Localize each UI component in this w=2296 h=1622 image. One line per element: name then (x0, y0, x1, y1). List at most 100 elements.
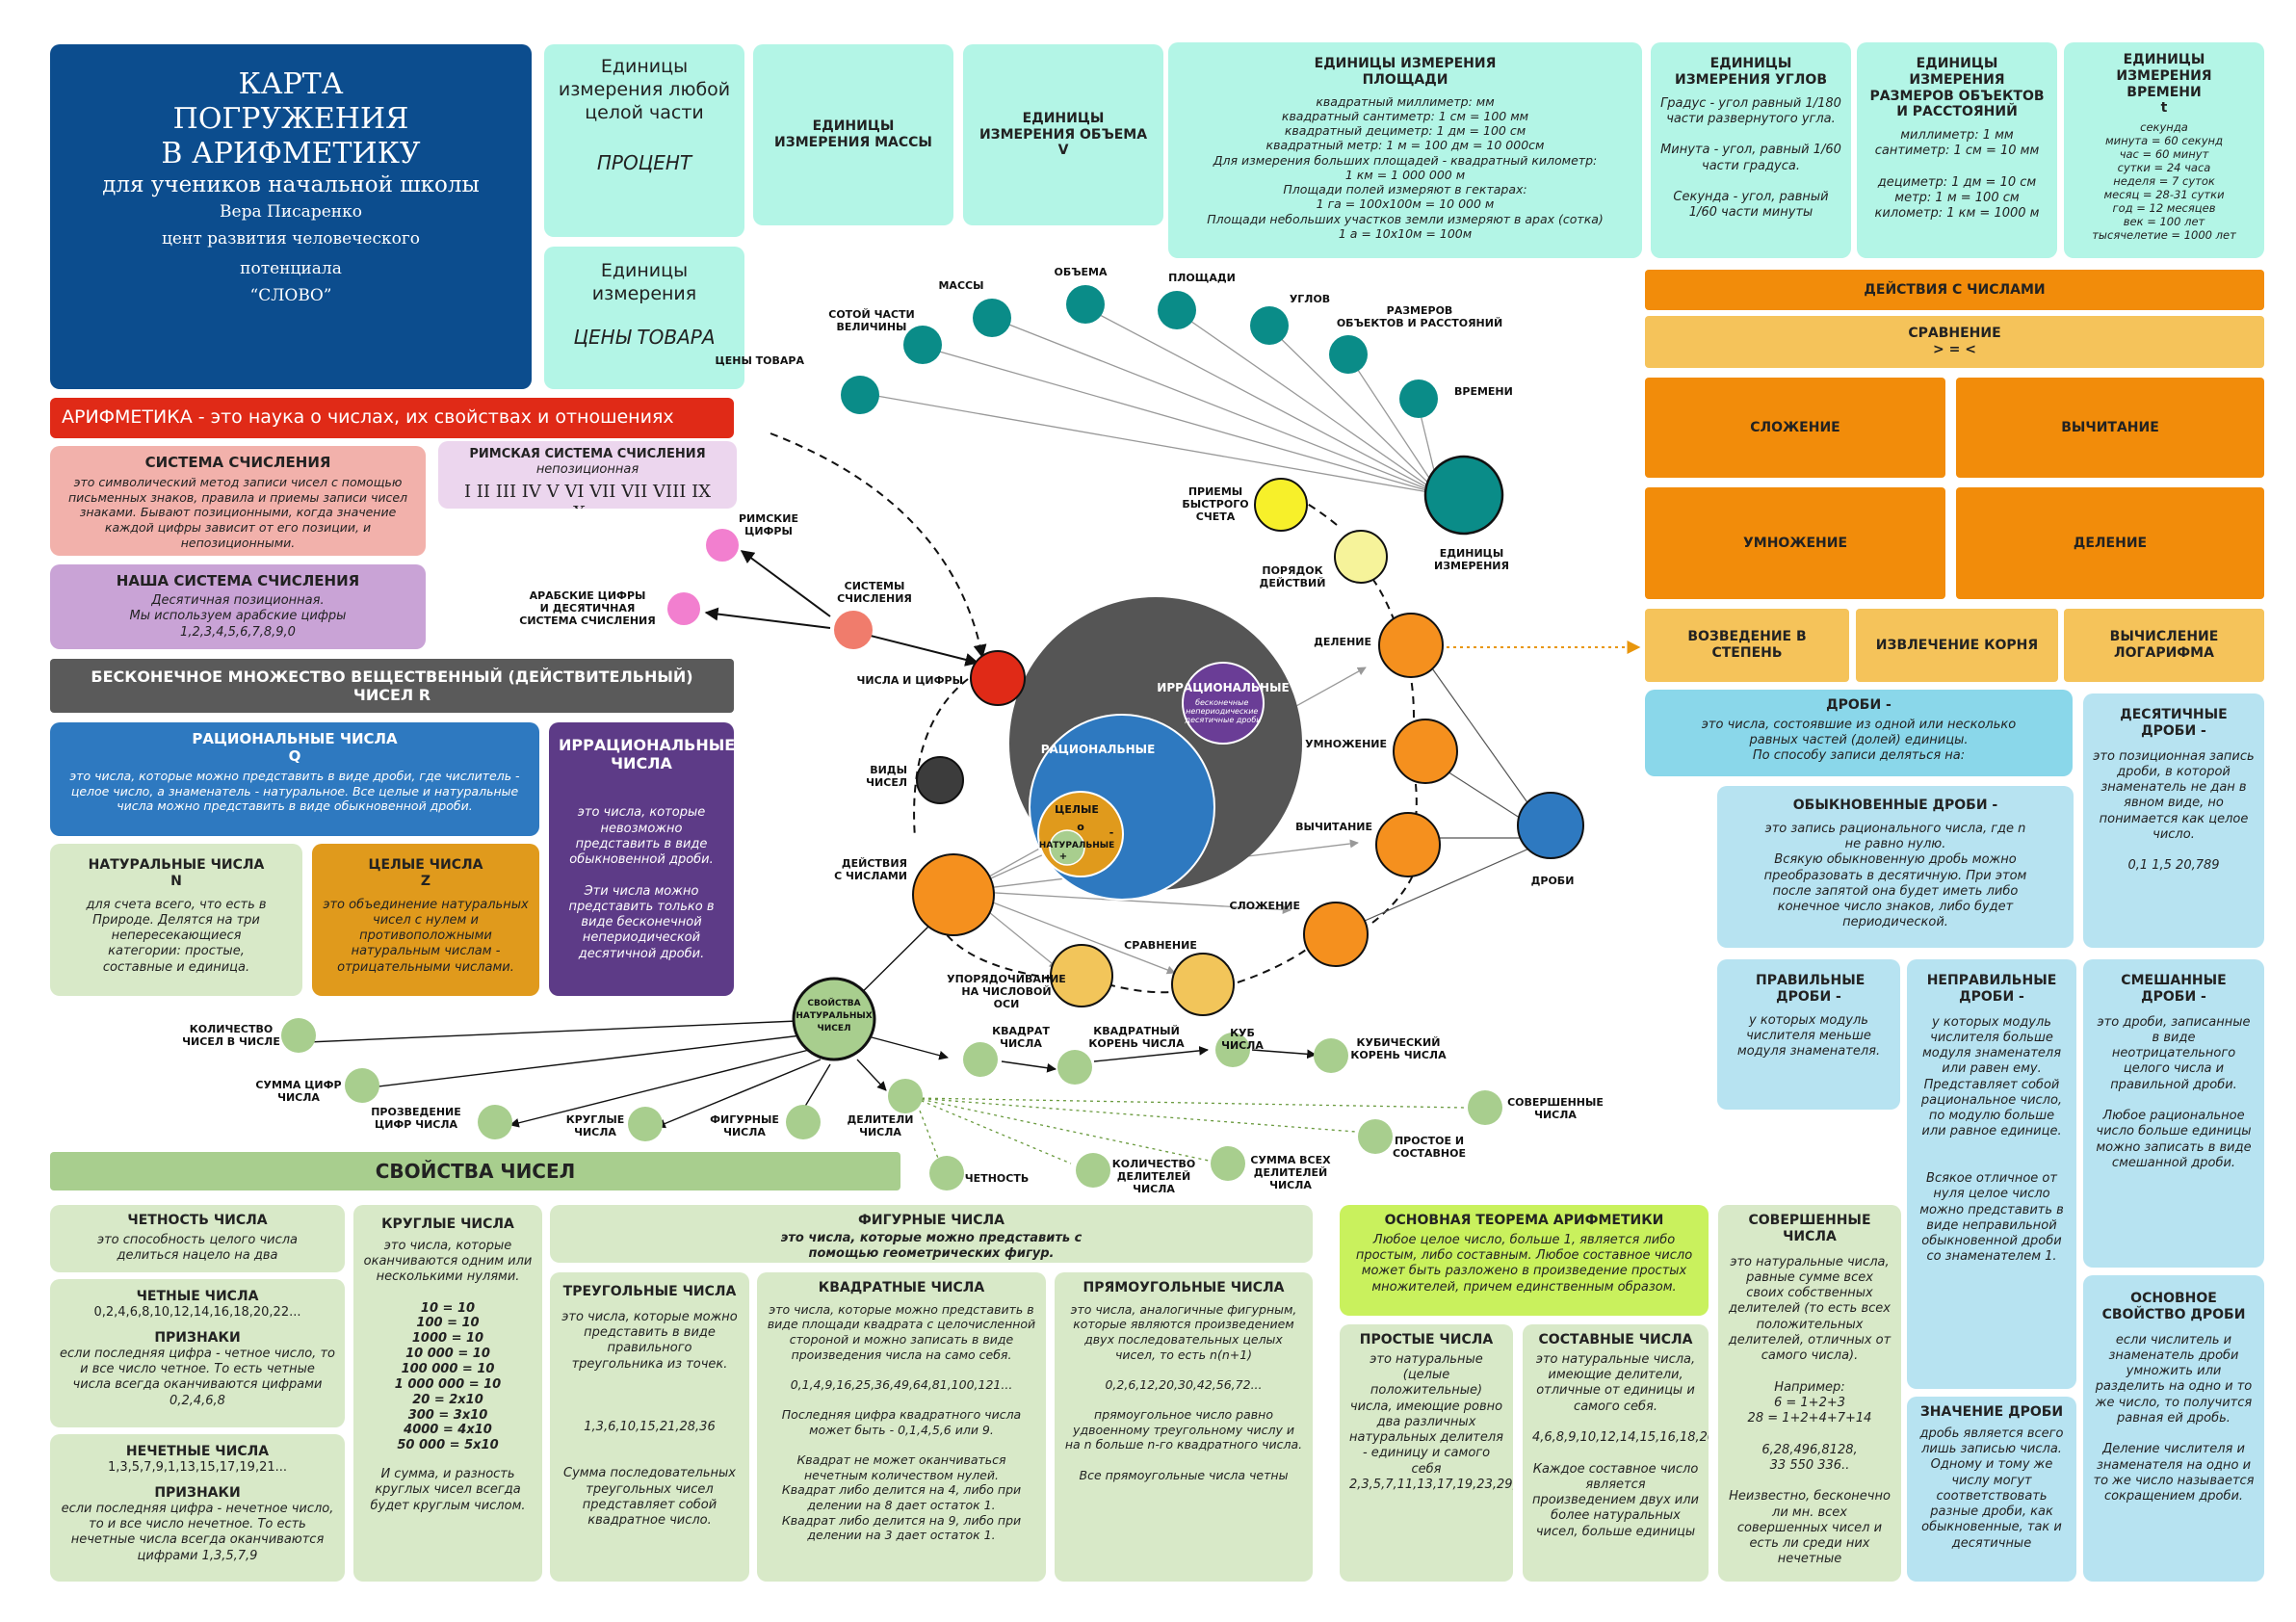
round-foot: И сумма, и разность круглых чисел всегда… (370, 1467, 526, 1513)
node-natprops[interactable] (792, 977, 876, 1061)
map-label-digitprod-line: ЦИФР ЧИСЛА (375, 1118, 458, 1131)
node-round[interactable] (628, 1107, 663, 1141)
node-divsum[interactable] (1211, 1146, 1245, 1181)
add-card: СЛОЖЕНИЕ (1645, 378, 1945, 478)
set-irrational-sub: бесконечные непериодические десятичные д… (1185, 698, 1262, 724)
node-roman[interactable] (706, 529, 739, 562)
odd-signs-head: ПРИЗНАКИ (154, 1485, 241, 1502)
map-label-perfect-line: ЧИСЛА (1534, 1109, 1577, 1121)
prime-head: ПРОСТЫЕ ЧИСЛА (1359, 1332, 1494, 1347)
node-mass[interactable] (973, 299, 1011, 337)
node-price[interactable] (841, 376, 879, 414)
proper-head: ПРАВИЛЬНЫЕ ДРОБИ - (1756, 973, 1866, 1005)
angle-head: ЕДИНИЦЫ ИЗМЕРЕНИЯ УГЛОВ (1675, 56, 1827, 88)
proper-card: ПРАВИЛЬНЫЕ ДРОБИ - у которых модуль числ… (1717, 959, 1900, 1110)
triangular-card: ТРЕУГОЛЬНЫЕ ЧИСЛА это числа, которые мож… (550, 1272, 749, 1582)
node-percent[interactable] (903, 326, 942, 364)
fracvalue-text: дробь является всего лишь записью числа.… (1919, 1426, 2064, 1551)
map-label-sub: ВЫЧИТАНИЕ (1295, 821, 1372, 833)
node-primecomp[interactable] (1358, 1119, 1393, 1154)
irrational-card: ИРРАЦИОНАЛЬНЫЕ ЧИСЛА это числа, которые … (549, 722, 734, 996)
irrational-text: это числа, которые невозможно представит… (568, 805, 715, 961)
node-add[interactable] (1303, 902, 1369, 967)
time-text: секунда минута = 60 секунд час = 60 мину… (2092, 120, 2236, 243)
arc-arrow (770, 432, 987, 659)
sub-card: ВЫЧИТАНИЕ (1956, 378, 2264, 478)
node-cbrt[interactable] (1314, 1038, 1348, 1073)
roman-card: РИМСКАЯ СИСТЕМА СЧИСЛЕНИЯ непозиционная … (438, 441, 737, 509)
node-fractions[interactable] (1517, 792, 1584, 859)
map-label-fast-line: СЧЕТА (1196, 510, 1236, 523)
node-figurate[interactable] (786, 1105, 821, 1139)
compare-card: СРАВНЕНИЕ > = < (1645, 316, 2264, 368)
map-label-square-line: ЧИСЛА (1000, 1037, 1042, 1050)
node-time[interactable] (1399, 379, 1438, 418)
node-sizes[interactable] (1329, 335, 1368, 374)
node-parity[interactable] (929, 1156, 964, 1190)
map-label-numsdigits-line: ЧИСЛА И ЦИФРЫ (857, 674, 963, 687)
node-numsdigits[interactable] (970, 650, 1026, 706)
round-card: КРУГЛЫЕ ЧИСЛА это числа, которые оканчив… (353, 1205, 542, 1582)
node-square[interactable] (963, 1042, 998, 1077)
node-compare[interactable] (1171, 953, 1235, 1016)
map-label-natprops-line: СВОЙСТВА (807, 997, 860, 1008)
fracvalue-head: ЗНАЧЕНИЕ ДРОБИ (1919, 1404, 2064, 1420)
title-author: Вера Писаренко (220, 201, 362, 222)
map-label-arabic-line: И ДЕСЯТИЧНАЯ (540, 602, 636, 615)
node-divisors[interactable] (888, 1079, 923, 1113)
irr-sub-3: десятичные дроби (1185, 716, 1262, 724)
node-area[interactable] (1158, 291, 1196, 329)
percent-value: ПРОЦЕНТ (596, 151, 692, 175)
node-cube[interactable] (1215, 1033, 1250, 1067)
map-label-compare-line: СРАВНЕНИЕ (1124, 939, 1197, 952)
node-digitsum[interactable] (345, 1068, 379, 1103)
set-natural-label: НАТУРАЛЬНЫЕ (1039, 841, 1114, 850)
ordinary-head: ОБЫКНОВЕННЫЕ ДРОБИ - (1792, 798, 1998, 813)
improper-card: НЕПРАВИЛЬНЫЕ ДРОБИ - у которых модуль чи… (1907, 959, 2076, 1389)
node-actions[interactable] (912, 853, 995, 936)
improper-head: НЕПРАВИЛЬНЫЕ ДРОБИ - (1926, 973, 2057, 1005)
node-perfect[interactable] (1468, 1090, 1502, 1125)
node-arabic[interactable] (667, 592, 700, 625)
map-label-units-line: ЕДИНИЦЫ (1440, 547, 1504, 560)
node-sqrt[interactable] (1057, 1050, 1092, 1085)
units-links (859, 305, 1441, 495)
node-fast[interactable] (1254, 478, 1308, 532)
node-kinds[interactable] (916, 756, 964, 804)
percent-head: Единицы измерения любой целой части (558, 56, 731, 123)
fta-card: ОСНОВНАЯ ТЕОРЕМА АРИФМЕТИКИ Любое целое … (1340, 1205, 1709, 1316)
node-div[interactable] (1378, 613, 1444, 678)
ordinary-card: ОБЫКНОВЕННЫЕ ДРОБИ - это запись рационал… (1717, 786, 2074, 948)
map-label-sqrt-line: КВАДРАТНЫЙ (1093, 1025, 1180, 1037)
roman-digits: I II III IV V VI VII VII VIII IX X... (463, 481, 712, 509)
node-digitprod[interactable] (478, 1105, 512, 1139)
log-card: ВЫЧИСЛЕНИЕ ЛОГАРИФМА (2064, 609, 2264, 682)
node-units[interactable] (1423, 455, 1504, 536)
map-label-ordering-line: НА ЧИСЛОВОЙ (961, 985, 1051, 998)
node-angles[interactable] (1250, 306, 1289, 345)
irr-sub-1: бесконечные (1195, 698, 1248, 707)
properties-text: СВОЙСТВА ЧИСЕЛ (375, 1160, 576, 1183)
node-systems[interactable] (834, 611, 873, 649)
irrational-head: ИРРАЦИОНАЛЬНЫЕ ЧИСЛА (559, 736, 734, 773)
mass-head: ЕДИНИЦЫ ИЗМЕРЕНИЯ МАССЫ (774, 118, 932, 150)
node-ordering[interactable] (1050, 944, 1113, 1007)
node-count[interactable] (281, 1018, 316, 1053)
node-volume[interactable] (1066, 285, 1105, 324)
prime-card: ПРОСТЫЕ ЧИСЛА это натуральные (целые пол… (1340, 1324, 1513, 1582)
natprops-links (284, 922, 1317, 1129)
set-zero-label: о (1077, 821, 1084, 833)
map-label-square-line: КВАДРАТ (992, 1025, 1050, 1037)
node-order[interactable] (1334, 530, 1388, 584)
map-label-roman-line: ЦИФРЫ (744, 525, 793, 537)
node-sub[interactable] (1375, 812, 1441, 877)
node-mul[interactable] (1393, 719, 1458, 784)
node-divcount[interactable] (1076, 1153, 1110, 1188)
